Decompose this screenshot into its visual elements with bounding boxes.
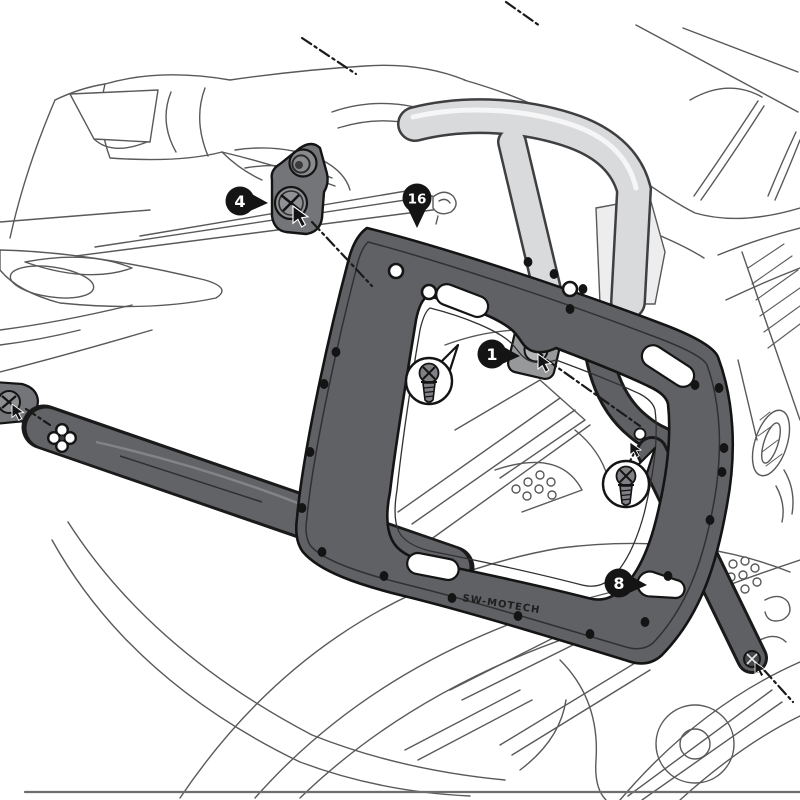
frame-slots — [406, 283, 696, 600]
handle-leg — [499, 129, 563, 315]
hatch-pattern — [747, 243, 800, 349]
slot-bottom-left — [406, 551, 460, 582]
motorcycle-line-art — [0, 24, 800, 800]
frame-step-outer — [305, 241, 721, 650]
pillion-seat — [463, 24, 800, 259]
handle-body — [399, 100, 650, 318]
screw-icon-front — [404, 343, 460, 406]
right-bodywork — [717, 227, 800, 523]
grab-handle — [397, 98, 666, 320]
callout-badge-4: 4 — [225, 186, 268, 216]
callout-badge-16: 16 — [402, 183, 432, 228]
tail-bodywork — [0, 64, 466, 259]
handle-highlight — [410, 107, 639, 191]
keyhole-slot-icon — [636, 570, 686, 600]
side-carrier-frame: SW-MOTECH — [294, 226, 735, 665]
callout-number: 4 — [234, 192, 245, 211]
top-mounting-bracket — [270, 142, 329, 236]
frame-rivets — [297, 257, 729, 639]
callout-badge-8: 8 — [604, 568, 647, 598]
callout-number: 1 — [486, 345, 497, 364]
frame-holes — [387, 262, 579, 301]
interior-parts — [397, 329, 609, 541]
left-wing-panel — [0, 249, 223, 373]
heel-plate-dots — [511, 470, 557, 501]
hook-hole — [633, 427, 647, 441]
hatch-oval — [757, 411, 783, 467]
callout-number: 8 — [613, 574, 624, 593]
clover-hole-icon — [47, 423, 77, 453]
seat-hook — [432, 191, 457, 225]
callout-number: 16 — [408, 192, 427, 208]
frame-step-inner — [394, 307, 657, 587]
callout-badge-1: 1 — [477, 339, 520, 369]
